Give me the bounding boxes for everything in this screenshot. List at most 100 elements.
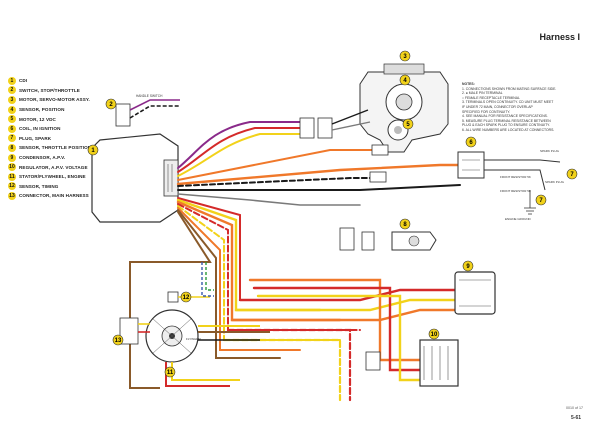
legend-label: CONDENSOR, A.P.V.	[19, 155, 66, 161]
note-line: ○ FEMALE RECEPTACLE TERMINAL	[462, 95, 520, 100]
callout-number: 9	[466, 264, 470, 270]
legend-number: 7	[8, 134, 16, 143]
callout-number: 6	[469, 140, 473, 146]
callout-number: 1	[91, 148, 95, 154]
note-line: IF UNDER 72 MAIN, CONNECTOR OVERLAP	[462, 104, 533, 109]
stator-label: FLYWHEEL	[186, 337, 202, 341]
notes-heading: NOTES:	[462, 82, 475, 86]
callout-number: 12	[183, 295, 190, 301]
callout-9: 9	[462, 260, 474, 272]
servo-motor-assembly	[359, 63, 449, 153]
callout-10: 10	[428, 328, 440, 340]
note-line: 3. TERMINALS OPEN CONTINUITY. CD UNIT MU…	[462, 100, 554, 105]
legend-label: MOTOR, SERVO-MOTOR ASSY.	[19, 97, 90, 103]
legend-label: MOTOR, 12 VDC	[19, 116, 56, 122]
page-number: 5-61	[571, 415, 582, 421]
legend-number: 5	[8, 115, 16, 124]
callout-2: 2	[105, 98, 117, 110]
callout-5: 5	[402, 118, 414, 130]
callout-4: 4	[399, 74, 411, 86]
callouts: 1 2 3 4 5 6 7 7 8 9 10 11 12 13	[87, 50, 578, 378]
ground-label: ENGINE GROUND	[505, 217, 532, 221]
legend-number: 3	[8, 95, 16, 104]
callout-number: 7	[570, 172, 574, 178]
note-line: 5. MEASURE PLUG TERMINAL RESISTANCE BETW…	[462, 118, 551, 123]
callout-number: 11	[167, 370, 174, 376]
legend-number: 9	[8, 153, 16, 162]
resistor-label-a: FRONT RESISTOR 5K	[500, 175, 531, 179]
note-line: 4. SEE MANUAL FOR RESISTANCE SPECIFICATI…	[462, 114, 548, 119]
callout-13: 13	[112, 334, 124, 346]
spark-plug-label-a: SPARK PLUG	[540, 149, 560, 153]
legend-number: 13	[8, 191, 16, 200]
legend-number: 10	[8, 163, 16, 172]
legend-number: 8	[8, 143, 16, 152]
stator-flywheel: FLYWHEEL	[145, 309, 202, 363]
resistor-label-b: FRONT RESISTOR 5K	[500, 189, 531, 193]
callout-number: 13	[115, 338, 122, 344]
notes-block: NOTES: 1. CONNECTIONS SHOWN FROM MATING …	[462, 82, 586, 133]
callout-3: 3	[399, 50, 411, 62]
note-line: 6. ALL WIRE NUMBERS ARE LOCATED AT CONNE…	[462, 127, 555, 132]
note-line: PLUG & EACH SPARK PLUG TO ENSURE CONTINU…	[462, 123, 550, 128]
inline-connectors	[339, 144, 389, 251]
callout-7a: 7	[566, 168, 578, 180]
callout-number: 10	[431, 332, 438, 338]
callout-number: 5	[406, 122, 410, 128]
power-wires	[222, 278, 462, 402]
callout-number: 2	[109, 102, 113, 108]
legend-label: SENSOR, THROTTLE POSITION	[19, 145, 92, 151]
callout-number: 8	[403, 222, 407, 228]
apv-condensor	[454, 271, 496, 315]
main-harness-connector	[119, 317, 150, 345]
legend-number: 1	[8, 76, 16, 85]
switch-label: HANDLE SWITCH	[136, 94, 163, 98]
callout-8: 8	[399, 218, 411, 230]
spark-plug-label-b: SPARK PLUG	[545, 180, 565, 184]
cdi-module	[91, 133, 179, 223]
legend-label: PLUG, SPARK	[19, 135, 52, 141]
legend-label: REGULATOR, A.P.V. VOLTAGE	[19, 164, 88, 170]
callout-number: 3	[403, 54, 407, 60]
legend-label: SENSOR, TIMING	[19, 183, 59, 189]
stop-throttle-switch: HANDLE SWITCH	[115, 94, 180, 127]
legend-label: SENSOR, POSITION	[19, 107, 65, 113]
servo-connectors	[299, 109, 371, 139]
legend-label: CDI	[19, 78, 28, 84]
page-title: Harness I	[539, 32, 580, 42]
legend-number: 12	[8, 182, 16, 191]
callout-6: 6	[465, 136, 477, 148]
legend-label: COIL, IN IGNITION	[19, 126, 61, 132]
callout-12: 12	[180, 291, 192, 303]
legend-number: 2	[8, 86, 16, 95]
legend-number: 4	[8, 105, 16, 114]
legend-label: SWITCH, STOP/THROTTLE	[19, 87, 80, 93]
legend-number: 6	[8, 124, 16, 133]
callout-number: 4	[403, 78, 407, 84]
legend-label: STATOR/FLYWHEEL, ENGINE	[19, 174, 86, 180]
throttle-position-sensor	[391, 231, 437, 251]
footer-code: 0010 of 17	[566, 406, 583, 410]
callout-1: 1	[87, 144, 99, 156]
legend-label: CONNECTOR, MAIN HARNESS	[19, 193, 89, 199]
legend-number: 11	[8, 172, 16, 181]
apv-voltage-regulator	[365, 339, 459, 387]
note-line: 2. ● MALE PIN TERMINAL	[462, 91, 503, 96]
note-line: 1. CONNECTIONS SHOWN FROM MATING SURFACE…	[462, 86, 557, 91]
callout-7b: 7	[535, 194, 547, 206]
callout-number: 7	[539, 198, 543, 204]
callout-11: 11	[164, 366, 176, 378]
